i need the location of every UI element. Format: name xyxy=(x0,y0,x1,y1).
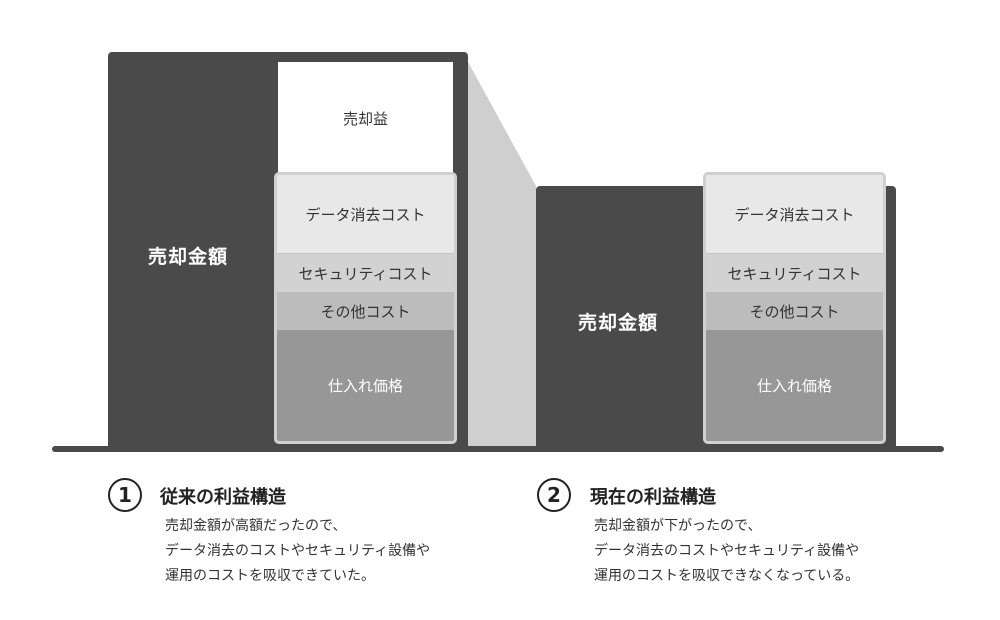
right-caption-title: 現在の利益構造 xyxy=(590,487,716,508)
right-data-erasure-cost: データ消去コスト xyxy=(706,175,883,253)
connector-shape xyxy=(468,62,536,446)
left-caption-number: 1 xyxy=(108,478,142,512)
right-caption-line: データ消去のコストやセキュリティ設備や xyxy=(594,543,860,559)
right-security-cost: セキュリティコスト xyxy=(706,253,883,292)
right-caption-line: 運用のコストを吸収できなくなっている。 xyxy=(594,568,860,584)
left-caption-title: 従来の利益構造 xyxy=(160,487,286,508)
left-sale-amount-label: 売却金額 xyxy=(148,246,229,268)
left-caption-body: 売却金額が高額だったので、 データ消去のコストやセキュリティ設備や 運用のコスト… xyxy=(165,514,430,589)
left-purchase-price: 仕入れ価格 xyxy=(277,330,454,441)
right-caption-body: 売却金額が下がったので、 データ消去のコストやセキュリティ設備や 運用のコストを… xyxy=(594,514,859,589)
left-data-erasure-cost: データ消去コスト xyxy=(277,175,454,253)
right-cost-stack: データ消去コスト セキュリティコスト その他コスト 仕入れ価格 xyxy=(703,172,886,444)
right-caption-number: 2 xyxy=(537,478,571,512)
left-caption-line: 売却金額が高額だったので、 xyxy=(165,518,347,534)
right-other-cost: その他コスト xyxy=(706,292,883,330)
left-cost-stack: データ消去コスト セキュリティコスト その他コスト 仕入れ価格 xyxy=(274,172,457,444)
right-purchase-price: 仕入れ価格 xyxy=(706,330,883,441)
left-security-cost: セキュリティコスト xyxy=(277,253,454,292)
left-profit-box: 売却益 xyxy=(278,62,453,174)
right-caption-line: 売却金額が下がったので、 xyxy=(594,518,762,534)
right-sale-amount-label: 売却金額 xyxy=(578,312,659,334)
left-other-cost: その他コスト xyxy=(277,292,454,330)
left-caption-line: 運用のコストを吸収できていた。 xyxy=(165,568,375,584)
left-caption-line: データ消去のコストやセキュリティ設備や xyxy=(165,543,431,559)
baseline xyxy=(52,446,944,452)
